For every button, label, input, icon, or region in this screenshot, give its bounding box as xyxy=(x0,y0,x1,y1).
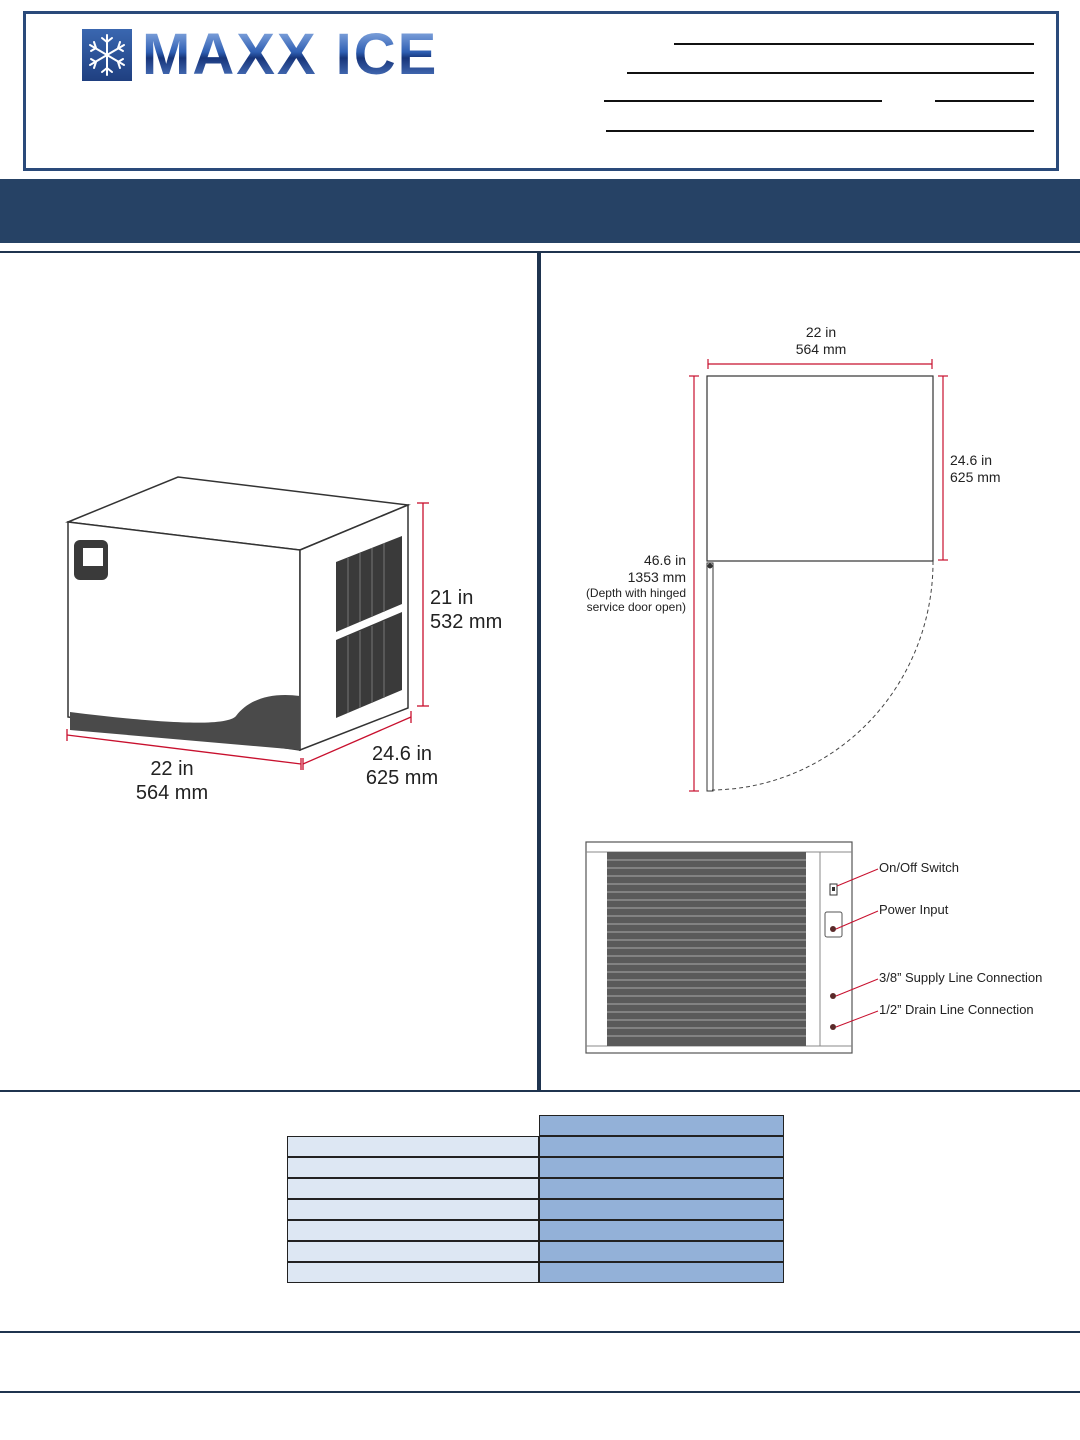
spec-label-cell xyxy=(287,1178,539,1199)
top-width-label: 22 in 564 mm xyxy=(771,324,871,358)
spec-label-cell xyxy=(287,1199,539,1220)
rear-view-drawing xyxy=(585,841,879,1054)
side-vent-upper xyxy=(336,536,402,632)
open-depth-label: 46.6 in 1353 mm (Depth with hinged servi… xyxy=(560,552,686,614)
iso-depth-mm: 625 mm xyxy=(365,767,439,789)
header-box: MAXX ICE xyxy=(23,11,1059,171)
top-depth-label: 24.6 in 625 mm xyxy=(950,452,1001,486)
top-width-mm: 564 mm xyxy=(795,340,847,357)
top-depth-in: 24.6 in xyxy=(950,452,993,468)
blank-line-4 xyxy=(606,130,1034,132)
top-width-in: 22 in xyxy=(805,324,837,340)
spec-value-cell xyxy=(539,1136,784,1157)
blank-line-3a xyxy=(604,100,882,102)
iso-height-mm: 532 mm xyxy=(430,611,503,633)
iso-depth-label: 24.6 in 625 mm xyxy=(352,742,452,790)
spec-value-cell xyxy=(539,1157,784,1178)
spec-value-cell xyxy=(539,1178,784,1199)
rule-bottom xyxy=(0,1391,1080,1393)
iso-height-label: 21 in 532 mm xyxy=(430,586,502,634)
open-depth-note-2: service door open) xyxy=(586,599,686,614)
callout-drain-line: 1/2” Drain Line Connection xyxy=(879,1002,1034,1017)
open-depth-in: 46.6 in xyxy=(643,552,686,568)
spec-label-cell xyxy=(287,1262,539,1283)
spec-header-cell xyxy=(539,1115,784,1136)
spec-value-cell xyxy=(539,1262,784,1283)
side-vent-lower xyxy=(336,612,402,718)
iso-width-in: 22 in xyxy=(150,758,194,780)
spec-value-cell xyxy=(539,1220,784,1241)
blank-line-1 xyxy=(674,43,1034,45)
column-divider xyxy=(537,253,541,1091)
iso-width-label: 22 in 564 mm xyxy=(122,757,222,805)
iso-width-mm: 564 mm xyxy=(135,782,209,804)
callout-on-off-switch: On/Off Switch xyxy=(879,860,959,875)
spec-value-cell xyxy=(539,1241,784,1262)
iso-depth-in: 24.6 in xyxy=(371,743,433,765)
top-depth-mm: 625 mm xyxy=(950,468,1001,485)
section-banner xyxy=(0,179,1080,243)
brand-name: MAXX ICE xyxy=(142,22,439,87)
rule-middle xyxy=(0,1090,1080,1092)
open-depth-note-1: (Depth with hinged xyxy=(585,585,686,600)
brand-logo: MAXX ICE xyxy=(82,25,452,85)
rule-lower xyxy=(0,1331,1080,1333)
rule-top xyxy=(0,251,1080,253)
spec-label-cell xyxy=(287,1220,539,1241)
spec-label-cell xyxy=(287,1241,539,1262)
open-depth-mm: 1353 mm xyxy=(627,568,686,585)
spec-value-cell xyxy=(539,1199,784,1220)
callout-power-input: Power Input xyxy=(879,902,949,917)
spec-label-cell xyxy=(287,1157,539,1178)
snowflake-icon xyxy=(82,29,132,81)
blank-line-3b xyxy=(935,100,1034,102)
top-view-drawing xyxy=(689,359,948,792)
iso-view-drawing xyxy=(65,476,429,770)
blank-line-2 xyxy=(627,72,1034,74)
iso-height-in: 21 in xyxy=(430,587,474,609)
callout-supply-line: 3/8” Supply Line Connection xyxy=(879,970,1043,985)
spec-label-cell xyxy=(287,1136,539,1157)
